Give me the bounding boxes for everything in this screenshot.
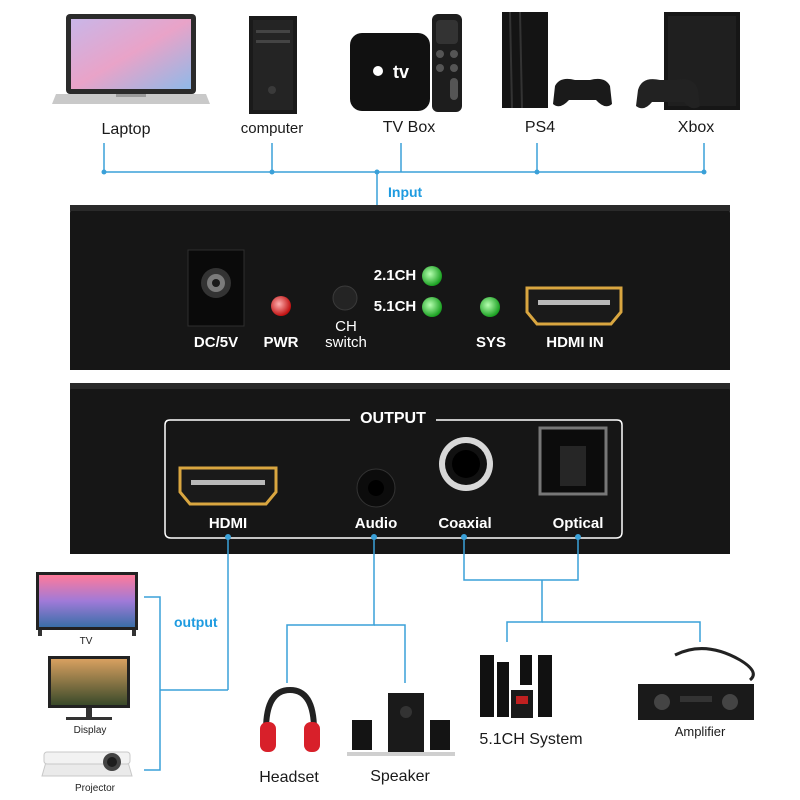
coaxial-jack (439, 437, 493, 491)
ch-switch-label-line1: CH (318, 319, 374, 335)
system51-label: 5.1CH System (474, 731, 588, 749)
dc-jack (188, 250, 244, 326)
headset-label: Headset (250, 769, 328, 787)
ch-switch-label-line2: switch (318, 335, 374, 351)
tvbox-label: TV Box (360, 119, 458, 137)
ch-switch-label: CH switch (318, 319, 374, 351)
display-image (48, 656, 130, 720)
projector-label: Projector (60, 783, 130, 794)
speaker-image (347, 693, 455, 756)
headset-image (260, 690, 320, 752)
display-label: Display (60, 725, 120, 736)
computer-label: computer (228, 120, 316, 137)
hdmi-in-port (527, 288, 621, 324)
ch51-label: 5.1CH (368, 298, 422, 315)
amplifier-image (638, 649, 754, 720)
ch21-label: 2.1CH (368, 267, 422, 284)
output-title: OUTPUT (350, 410, 436, 428)
system51-image (480, 655, 552, 718)
amplifier-label: Amplifier (660, 724, 740, 739)
laptop-label: Laptop (82, 121, 170, 139)
projector-image (42, 752, 132, 776)
dc-label: DC/5V (184, 334, 248, 351)
sys-led (480, 297, 500, 317)
coaxial-label: Coaxial (428, 515, 502, 532)
ps4-label: PS4 (514, 119, 566, 137)
output-label: output (174, 614, 218, 630)
optical-label: Optical (544, 515, 612, 532)
pwr-led (271, 296, 291, 316)
audio-label: Audio (346, 515, 406, 532)
tv-image (36, 572, 138, 636)
input-label: Input (388, 184, 422, 200)
pwr-label: PWR (256, 334, 306, 351)
ch-switch-button[interactable] (333, 286, 357, 310)
front-panel (70, 205, 730, 370)
ch21-led (422, 266, 442, 286)
ps4-image (502, 12, 612, 108)
ch51-led (422, 297, 442, 317)
optical-port (540, 428, 606, 494)
hdmi-out-port (180, 468, 276, 504)
tvbox-logo-text: tv (393, 62, 409, 82)
xbox-label: Xbox (664, 119, 728, 137)
xbox-image (636, 12, 740, 110)
audio-jack (357, 469, 395, 507)
speaker-label: Speaker (360, 768, 440, 786)
computer-image (249, 16, 297, 114)
hdmi-in-label: HDMI IN (530, 334, 620, 351)
laptop-image (52, 14, 210, 104)
tv-label: TV (66, 636, 106, 647)
sys-label: SYS (470, 334, 512, 351)
hdmi-out-label: HDMI (196, 515, 260, 532)
